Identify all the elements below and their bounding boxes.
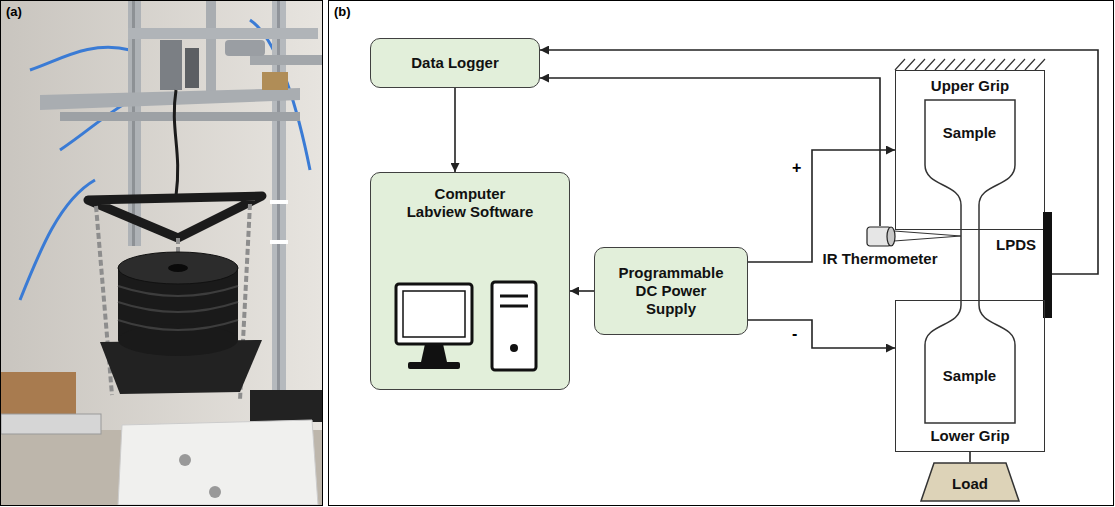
tower-icon — [492, 282, 536, 370]
ir-beam-cone — [894, 231, 961, 241]
monitor-icon — [396, 284, 472, 369]
node-label: Load — [952, 475, 988, 493]
node-label: Sample — [943, 367, 996, 385]
logger-box: Data Logger — [370, 38, 540, 88]
power-supply-box: Programmable DC Power Supply — [594, 247, 748, 335]
panel-label: (a) — [6, 4, 22, 20]
wire-connector — [454, 88, 456, 172]
panel-frame — [1, 1, 323, 506]
wire-connector — [540, 78, 880, 226]
lower-grip: SampleLower Grip — [895, 300, 1045, 452]
upper-grip: Sample Upper Grip — [895, 70, 1045, 230]
load-weight: Load — [920, 462, 1020, 502]
panel-frame — [329, 1, 1114, 506]
sample-gauge-neck — [961, 205, 979, 305]
fixed-support-hatch — [895, 59, 1045, 70]
panel-label: (b) — [334, 4, 351, 20]
polarity-label: + — [790, 159, 803, 177]
node-label: Programmable DC Power Supply — [614, 264, 729, 318]
wire-connector — [570, 290, 594, 292]
polarity-label: - — [790, 325, 799, 343]
test-rig-photo — [1, 1, 322, 505]
sample-upper: Sample — [925, 100, 1015, 205]
wire-connector — [969, 452, 971, 462]
node-label: Upper Grip — [931, 77, 1009, 95]
computer-box: Computer Labview Software — [370, 172, 570, 390]
dogbone-outline — [925, 100, 1015, 205]
dogbone-outline — [925, 305, 1015, 423]
node-label: Computer Labview Software — [405, 185, 535, 221]
node-label: IR Thermometer — [822, 250, 937, 268]
node-label: Lower Grip — [930, 427, 1009, 445]
wire-connector — [540, 50, 1098, 274]
thermometer-symbol — [866, 226, 898, 248]
node-label: Sample — [943, 124, 996, 142]
node-label: Data Logger — [411, 54, 499, 72]
lpds-sensor: LPDS — [996, 212, 1052, 318]
sample-lower: Sample — [925, 305, 1015, 423]
wire-connector — [748, 320, 895, 348]
node-label: LPDS — [996, 236, 1036, 254]
wire-connector — [748, 150, 895, 262]
ir-thermometer: IR Thermometer — [820, 226, 940, 270]
